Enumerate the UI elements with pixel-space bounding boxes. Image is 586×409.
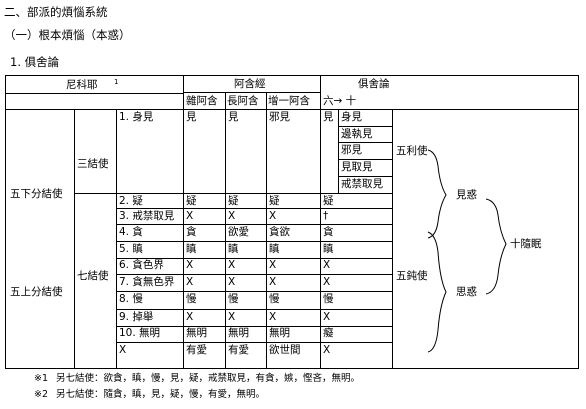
table-cell: X xyxy=(323,311,331,323)
group-five-lower: 五下分結使 xyxy=(10,188,63,200)
header-sub-ekottara: 增一阿含 xyxy=(268,95,310,107)
subsection-heading: （一）根本煩惱（本惑） xyxy=(4,28,131,42)
brace-thought xyxy=(427,231,447,353)
fetter-name: X xyxy=(119,344,127,356)
fetter-name: 2. 疑 xyxy=(119,195,143,207)
footnote-2-text: 另七結使：隨貪，瞋，見，疑，慢，有愛，無明。 xyxy=(56,389,266,400)
class-five-sharp: 五利使 xyxy=(396,145,428,157)
header-nikaya: 尼科耶 xyxy=(66,79,98,91)
table-cell: X xyxy=(323,259,331,271)
table-cell: X xyxy=(269,210,277,222)
table-cell: 疑 xyxy=(269,195,280,207)
fetter-name: 6. 貪色界 xyxy=(119,259,164,271)
footnote-1-text: 另七結使：欲貪，瞋，慢，見，疑，戒禁取見，有貪，嫉，慳吝，無明。 xyxy=(56,373,361,384)
brace-view xyxy=(427,149,447,239)
table-cell: X xyxy=(186,311,194,323)
view-item: 邪見 xyxy=(341,144,362,156)
view-item: 邊執見 xyxy=(341,128,373,140)
table-cell: X xyxy=(228,276,236,288)
table-cell: 瞋 xyxy=(228,243,239,255)
table-cell: 疑 xyxy=(228,195,239,207)
header-sub-kosa: 六→ 十 xyxy=(323,95,357,107)
view-item: 見取見 xyxy=(341,161,373,173)
item-heading: 1. 俱舍論 xyxy=(10,55,60,69)
table-cell: X xyxy=(323,344,331,356)
header-sub-dirgha: 雜阿含 xyxy=(186,95,218,107)
table-cell: 無明 xyxy=(228,327,249,339)
table-cell: 疑 xyxy=(186,195,197,207)
table-cell: 慢 xyxy=(323,293,334,305)
fetter-name: 8. 慢 xyxy=(119,293,143,305)
header-nikaya-note: 1 xyxy=(114,78,119,86)
group-five-upper: 五上分結使 xyxy=(10,286,63,298)
table-cell: 慢 xyxy=(228,293,239,305)
table-cell: 見 xyxy=(228,111,239,123)
table-cell: 貪 xyxy=(323,226,334,238)
table-cell: 欲愛 xyxy=(228,226,249,238)
table-cell: 有愛 xyxy=(186,344,207,356)
fetter-name: 7. 貪無色界 xyxy=(119,276,175,288)
brace-ten xyxy=(485,198,507,295)
class-five-dull: 五鈍使 xyxy=(396,270,428,282)
table-cell: 疑 xyxy=(323,195,334,207)
table-cell: X xyxy=(323,276,331,288)
table-cell: 有愛 xyxy=(228,344,249,356)
table-cell: X xyxy=(269,311,277,323)
table-cell: † xyxy=(323,210,329,222)
table-cell: X xyxy=(186,210,194,222)
table-cell: 貪欲 xyxy=(269,226,290,238)
header-agama: 阿含經 xyxy=(234,78,266,90)
table-cell: 瞋 xyxy=(323,243,334,255)
table-cell: X xyxy=(186,276,194,288)
table-cell: 貪 xyxy=(186,226,197,238)
fetter-name: 9. 掉舉 xyxy=(119,311,154,323)
table-cell: X xyxy=(186,259,194,271)
table-cell: 慢 xyxy=(186,293,197,305)
table-cell: 欲世間 xyxy=(269,344,301,356)
fetter-name: 4. 貪 xyxy=(119,226,143,238)
view-item: 戒禁取見 xyxy=(341,178,383,190)
fetter-name: 3. 戒禁取見 xyxy=(119,210,175,222)
fetter-name: 10. 無明 xyxy=(119,327,161,339)
table-cell: X xyxy=(269,259,277,271)
table-cell: X xyxy=(228,259,236,271)
section-heading: 二、部派的煩惱系統 xyxy=(4,5,108,19)
footnote-1-mark: ※1 xyxy=(34,373,49,384)
table-cell: 癡 xyxy=(323,327,334,339)
table-cell: X xyxy=(228,311,236,323)
table-cell: 瞋 xyxy=(186,243,197,255)
class-thought-delusion: 思惑 xyxy=(456,286,477,298)
view-item: 身見 xyxy=(341,111,362,123)
table-cell: X xyxy=(269,276,277,288)
table-cell: 無明 xyxy=(269,327,290,339)
table-cell: 見 xyxy=(323,111,334,123)
table-cell: 無明 xyxy=(186,327,207,339)
footnote-2-mark: ※2 xyxy=(34,389,49,400)
class-ten-anusaya: 十隨眠 xyxy=(510,238,542,250)
table-cell: 邪見 xyxy=(269,111,290,123)
table-cell: X xyxy=(228,210,236,222)
table-cell: 慢 xyxy=(269,293,280,305)
fetter-name: 1. 身見 xyxy=(119,111,154,123)
header-kosa: 俱舍論 xyxy=(358,78,390,90)
table-cell: 見 xyxy=(186,111,197,123)
header-sub-madhyama: 長阿含 xyxy=(227,95,259,107)
fetter-name: 5. 瞋 xyxy=(119,243,143,255)
group-three-fetters: 三結使 xyxy=(77,158,109,170)
class-view-delusion: 見惑 xyxy=(456,189,477,201)
group-seven-fetters: 七結使 xyxy=(77,270,109,282)
table-cell: 瞋 xyxy=(269,243,280,255)
